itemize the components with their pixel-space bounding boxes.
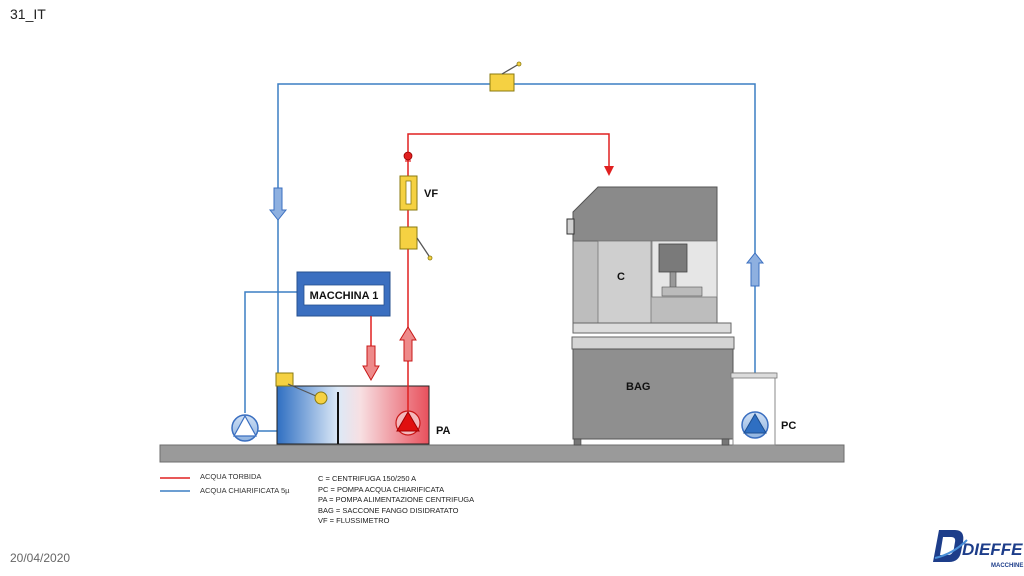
top-valve-lever (501, 63, 520, 75)
logo-swoosh (934, 539, 968, 559)
red-up-arrow (399, 326, 417, 362)
centrifuge-hood (572, 186, 718, 242)
logo-subtext: MACCHINE (991, 563, 1023, 569)
pc-pump-triangle (743, 413, 767, 434)
bag-label: BAG (626, 381, 650, 393)
c-label: C (617, 271, 625, 283)
feed-valve (399, 226, 418, 250)
feed-valve-knob (427, 255, 433, 261)
clarified-pump-left-triangle (232, 414, 258, 437)
flowmeter-window (405, 180, 412, 205)
centrifuge-bowl (661, 286, 703, 297)
blue-return-line (277, 83, 756, 410)
red-down-arrow (362, 345, 380, 382)
definition-vf: VF = FLUSSIMETRO (318, 516, 390, 525)
bag-foot-right (721, 438, 730, 446)
slide-date: 20/04/2020 (10, 551, 71, 565)
dieffe-logo: DIEFFE MACCHINE (933, 530, 1023, 569)
floor-base (159, 444, 845, 463)
top-valve (489, 73, 515, 92)
pa-label: PA (436, 425, 451, 437)
definition-bag: BAG = SACCONE FANGO DISIDRATATO (318, 505, 459, 515)
float-arm (287, 383, 317, 397)
pa-pump-triangle (396, 411, 420, 432)
bag-foot-left (573, 438, 582, 446)
pc-label: PC (781, 420, 796, 432)
centrifuge-front-panel (597, 240, 652, 324)
blue-machine-feed-line (244, 291, 299, 413)
definition-c: C = CENTRIFUGA 150/250 A (318, 474, 417, 483)
blue-up-arrow (745, 252, 765, 287)
machine-1-inner (303, 284, 385, 306)
logo-d-mark (933, 530, 964, 562)
definition-pc: PC = POMPA ACQUA CHIARIFICATA (318, 484, 445, 494)
bag-frame-top (571, 336, 735, 350)
slide-id: 31_IT (10, 6, 46, 22)
clarified-tank-lid (730, 372, 778, 379)
definitions-list: C = CENTRIFUGA 150/250 A PC = POMPA ACQU… (318, 474, 474, 527)
centrifuge-plate (572, 322, 732, 334)
float-ball (314, 391, 328, 405)
definition-pa: PA = POMPA ALIMENTAZIONE CENTRIFUGA (318, 495, 475, 504)
logo-text: DIEFFE (962, 540, 1023, 559)
legend-blue-label: ACQUA CHIARIFICATA 5µ (200, 486, 290, 495)
top-valve-knob (516, 61, 522, 67)
centrifuge-handle (566, 218, 575, 235)
vf-label: VF (424, 188, 438, 200)
centrifuge-machine: C BAG (566, 186, 735, 446)
feed-valve-lever (416, 237, 430, 257)
legend-red-label: ACQUA TORBIDA (200, 472, 262, 481)
machine-1-label: MACCHINA 1 (310, 290, 379, 302)
check-valve (403, 151, 413, 161)
red-feed-line (407, 133, 610, 411)
bag-container (572, 348, 734, 440)
float-valve (275, 372, 294, 387)
centrifuge-motor (658, 243, 688, 273)
blue-down-arrow (268, 187, 288, 221)
red-feed-arrowhead (604, 166, 614, 176)
